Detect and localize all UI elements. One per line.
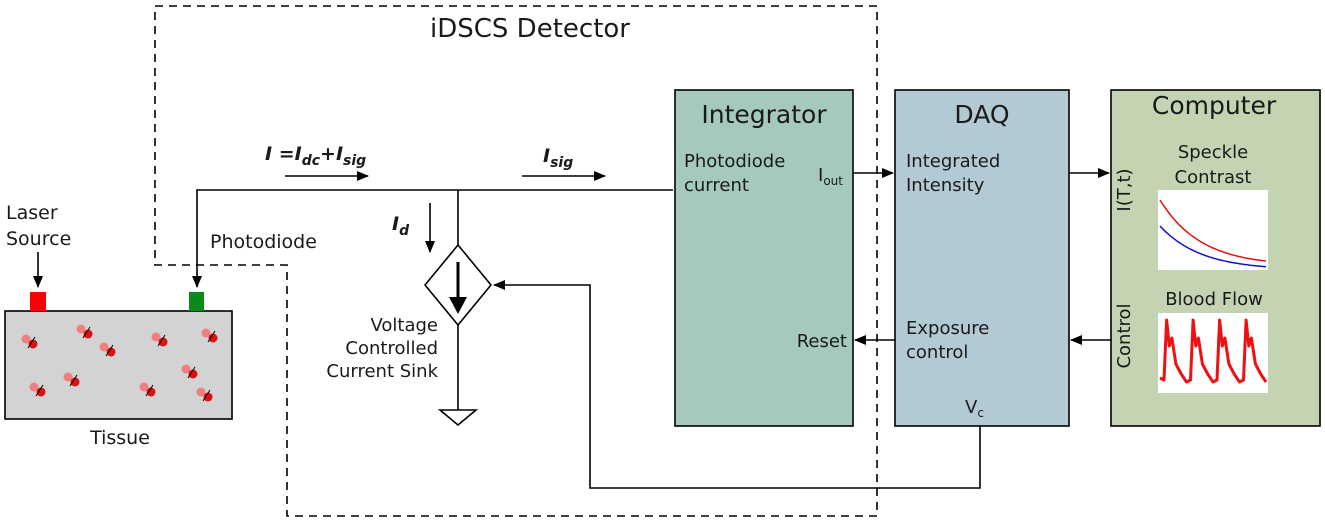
- speckle-plot-frame: [1158, 190, 1268, 270]
- particle-motion-arrow: [187, 366, 196, 379]
- particle-dark: [70, 377, 80, 387]
- photodiode: Photodiode: [189, 231, 317, 311]
- daq-block: DAQ Integrated Intensity Exposure contro…: [894, 89, 1070, 427]
- particle-light: [63, 372, 73, 382]
- sink-label-line1: Voltage: [370, 315, 438, 336]
- particle-dark: [106, 347, 116, 357]
- particle-light: [201, 328, 211, 338]
- daq-intensity-line2: Intensity: [906, 175, 985, 196]
- daq-vc-label: Vc: [965, 397, 984, 420]
- integrator-box: [674, 89, 854, 427]
- blood-flow-waveform: [1159, 318, 1268, 384]
- daq-exposure-line2: control: [906, 342, 968, 363]
- computer-input-label: I(T,t): [1114, 168, 1135, 211]
- particle-motion-arrow: [207, 330, 216, 343]
- computer-control-label: Control: [1114, 303, 1135, 368]
- current-sink: Voltage Controlled Current Sink: [326, 243, 493, 427]
- sink-label-line3: Current Sink: [326, 361, 438, 382]
- vc-feedback-wire: [493, 280, 981, 489]
- total-current-label: I =Idc+Isig: [265, 143, 366, 169]
- particle-motion-arrow: [105, 344, 114, 357]
- detector-title: iDSCS Detector: [430, 14, 630, 44]
- particle-light: [29, 382, 39, 392]
- particle-motion-arrow: [27, 336, 36, 349]
- particle-light: [181, 364, 191, 374]
- daq-box: [894, 89, 1070, 427]
- computer-title: Computer: [1152, 91, 1277, 120]
- integrator-title: Integrator: [701, 100, 827, 129]
- particle-light: [151, 332, 161, 342]
- integrator-output-label: Iout: [818, 165, 843, 188]
- integrator-input-line1: Photodiode: [684, 151, 785, 172]
- particle-light: [21, 334, 31, 344]
- detector-boundary: [154, 5, 878, 517]
- photodiode-label: Photodiode: [210, 231, 317, 253]
- blood-flow-label: Blood Flow: [1165, 289, 1263, 310]
- tissue-block: [4, 310, 233, 420]
- particle-motion-arrow: [157, 334, 166, 347]
- particle-motion-arrow: [35, 384, 44, 397]
- speckle-curve-red: [1159, 199, 1267, 262]
- sink-inner-arrow-head: [449, 297, 467, 314]
- integrator-block: Integrator Photodiode current Iout Reset: [674, 89, 854, 427]
- particle-motion-arrow: [82, 326, 91, 339]
- speckle-label-line1: Speckle: [1178, 142, 1248, 163]
- laser-source: Laser Source: [6, 202, 71, 311]
- particle-light: [196, 387, 206, 397]
- laser-emitter: [30, 292, 46, 311]
- tissue-label: Tissue: [89, 427, 150, 449]
- scattering-particles: [21, 324, 218, 402]
- ground-icon: [437, 409, 479, 427]
- particle-dark: [28, 339, 38, 349]
- particle-dark: [36, 387, 46, 397]
- particle-motion-arrow: [69, 374, 78, 387]
- computer-block: Computer I(T,t) Control Speckle Contrast…: [1110, 89, 1321, 427]
- isig-label: Isig: [543, 145, 573, 171]
- particle-light: [139, 382, 149, 392]
- particle-dark: [83, 329, 93, 339]
- tissue: Tissue: [4, 310, 233, 449]
- daq-intensity-line1: Integrated: [906, 151, 1000, 172]
- particle-motion-arrow: [202, 389, 211, 402]
- particle-light: [76, 324, 86, 334]
- particle-dark: [203, 392, 213, 402]
- daq-exposure-line1: Exposure: [906, 318, 989, 339]
- id-label: Id: [392, 213, 410, 239]
- sink-label-line2: Controlled: [345, 338, 438, 359]
- speckle-curve-blue: [1159, 225, 1267, 268]
- laser-label-line1: Laser: [6, 202, 58, 224]
- particle-dark: [188, 369, 198, 379]
- particle-dark: [146, 387, 156, 397]
- integrator-input-line2: current: [684, 175, 749, 196]
- particle-dark: [208, 333, 218, 343]
- laser-label-line2: Source: [6, 228, 71, 250]
- particle-light: [99, 342, 109, 352]
- photodiode-wire: [192, 189, 673, 288]
- particle-motion-arrow: [145, 384, 154, 397]
- particle-dark: [158, 337, 168, 347]
- integrator-reset-label: Reset: [797, 331, 847, 352]
- speckle-label-line2: Contrast: [1175, 167, 1252, 188]
- daq-title: DAQ: [954, 100, 1009, 129]
- photodiode-sensor: [189, 292, 204, 311]
